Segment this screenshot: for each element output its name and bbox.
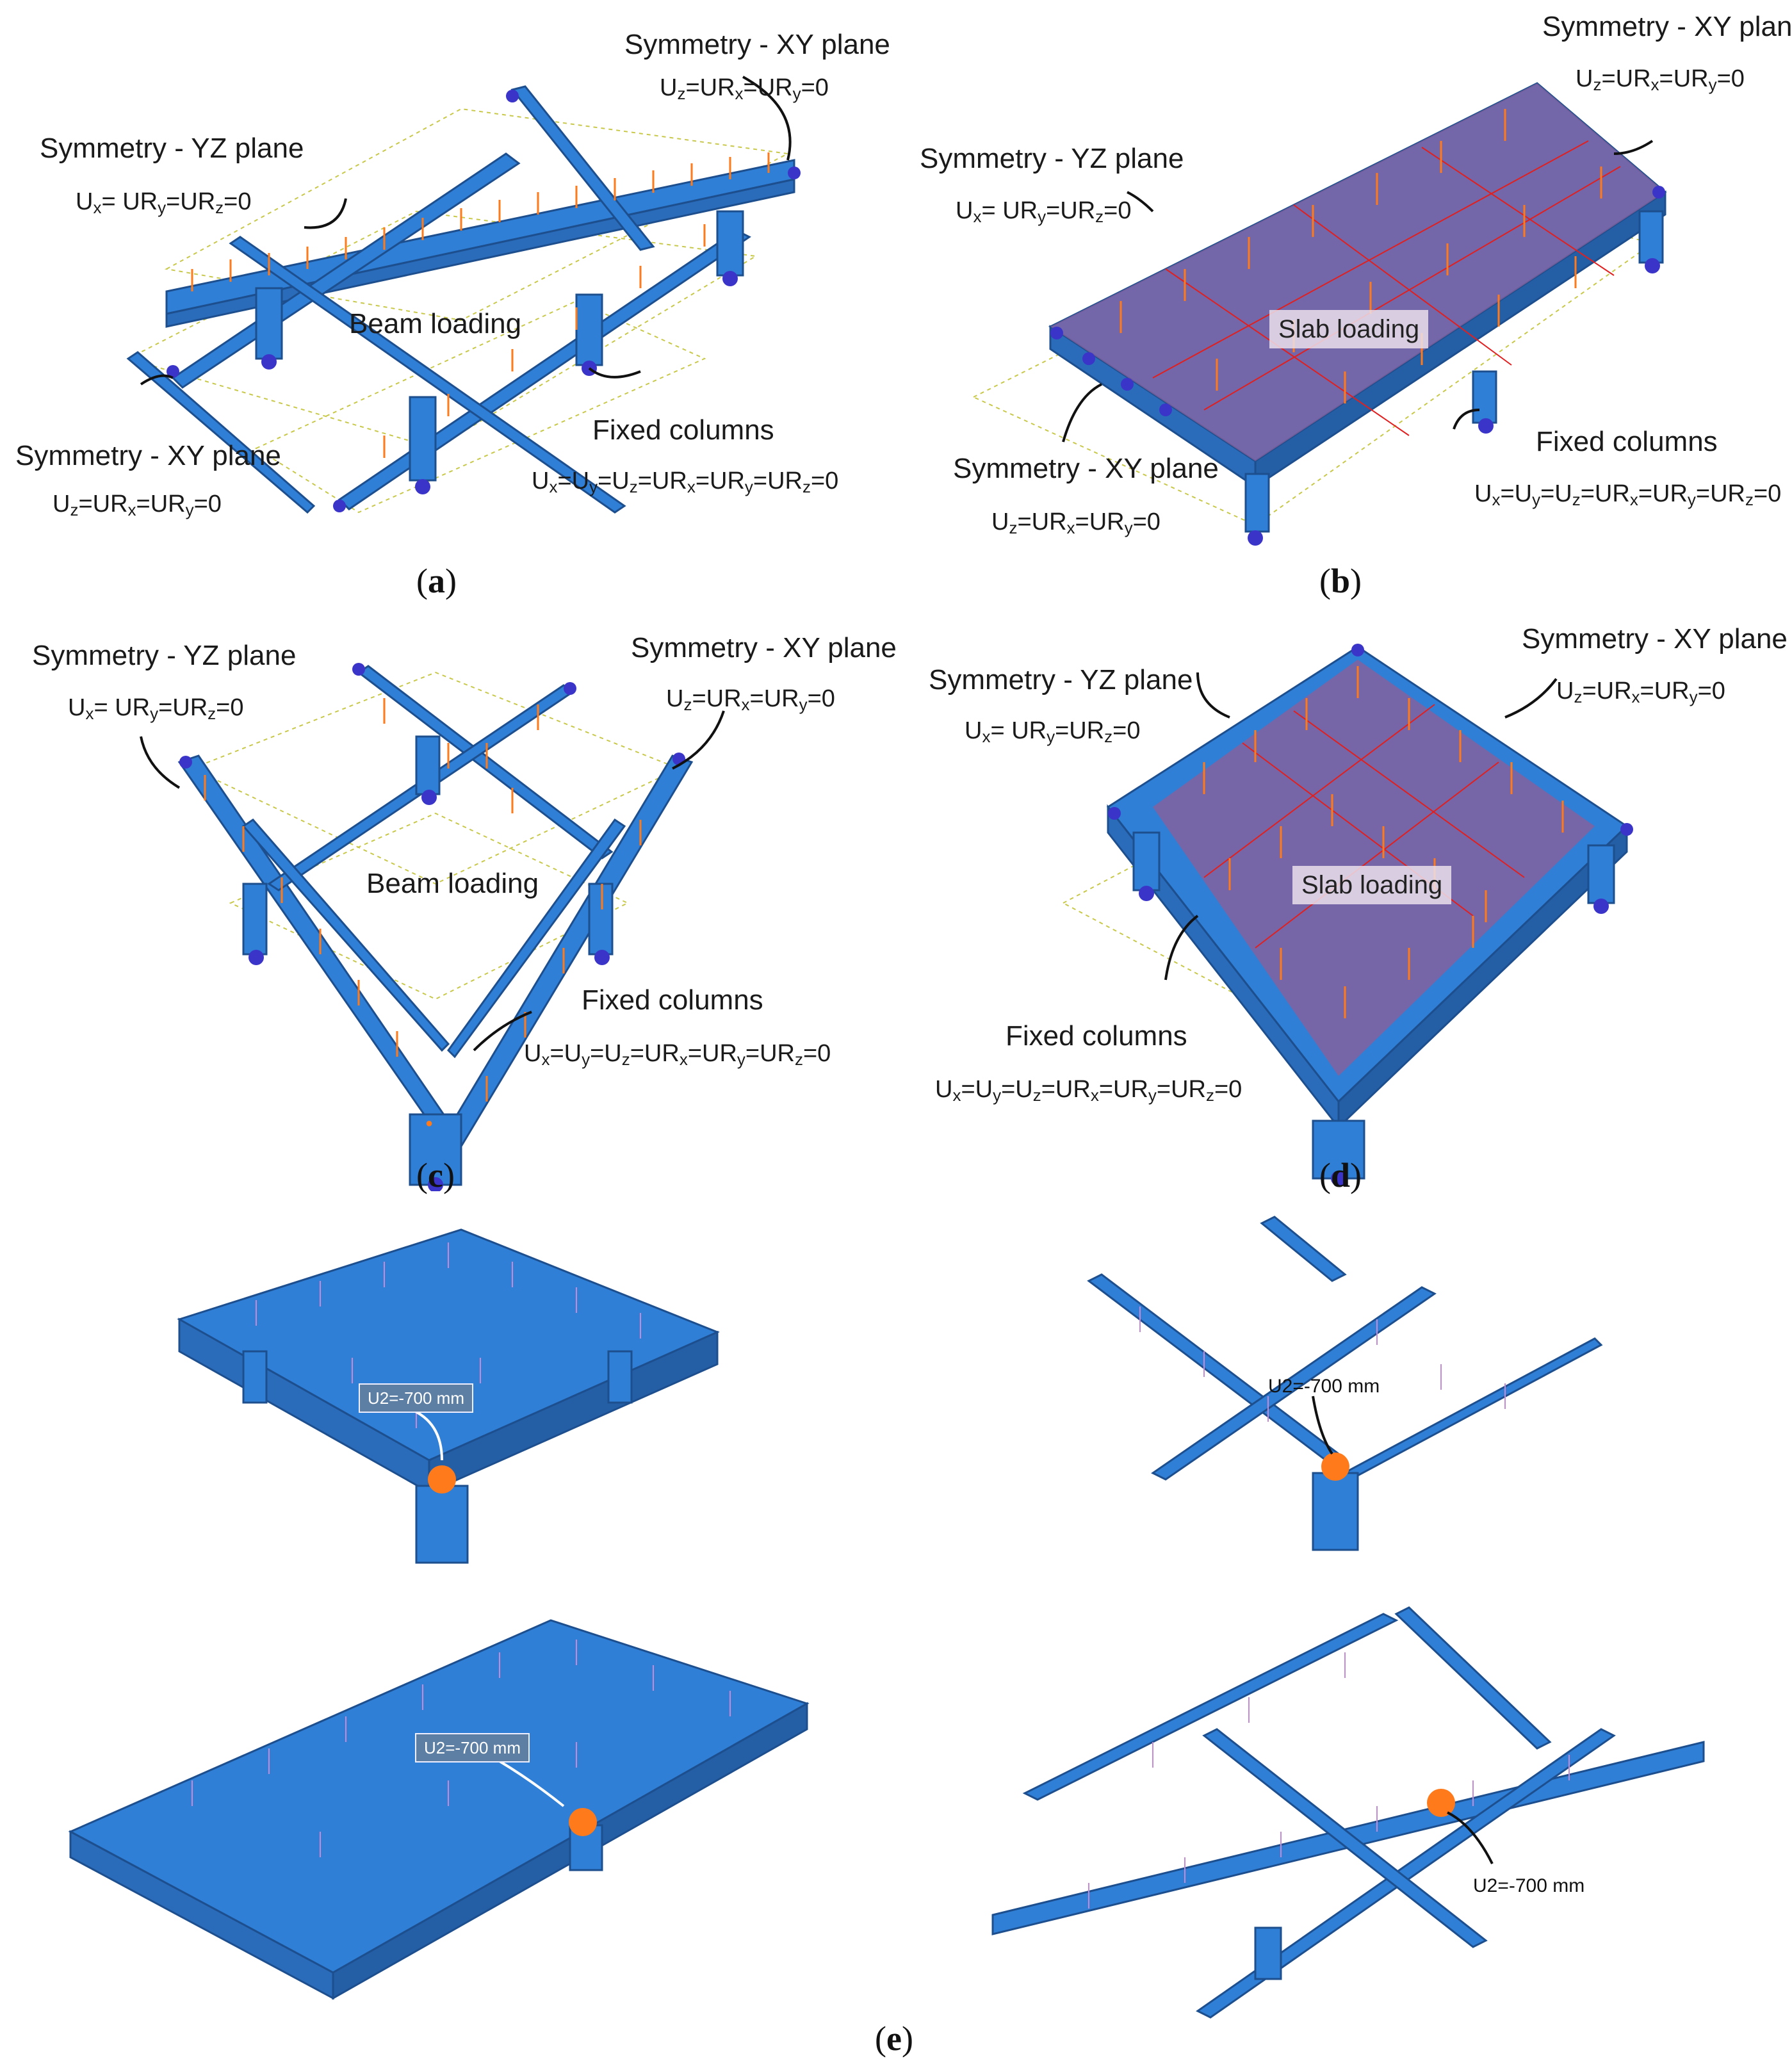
panel-a-tag: (a) [416,562,457,600]
fixed-eq: Ux=Uy=Uz=URx=URy=URz=0 [1474,480,1782,509]
sym-xy-top-eq: Uz=URx=URy=0 [1576,65,1745,94]
partition-lines [1152,140,1621,436]
sym-yz-eq: Ux= URy=URz=0 [76,188,252,217]
center-label: Beam loading [349,308,522,339]
fixed-eq: Ux=Uy=Uz=URx=URy=URz=0 [524,1040,831,1069]
sym-xy-bottom-eq: Uz=URx=URy=0 [53,491,222,519]
panel-c-model: ● [140,663,725,1191]
fixed-label: Fixed columns [1536,426,1718,457]
center-label: Slab loading [1292,866,1452,904]
u2-label-rect-beams: U2=-700 mm [1473,1875,1585,1896]
center-label: Slab loading [1269,310,1429,348]
panel-d-tag: (d) [1319,1156,1362,1194]
sym-xy-top-label: Symmetry - XY plane [1542,11,1792,42]
sym-yz-label: Symmetry - YZ plane [920,143,1184,174]
columns [255,210,744,482]
panel-e-models [68,1216,1705,2019]
load-arrows [1120,109,1602,403]
panel-a: Symmetry - XY plane Uz=URx=URy=0 Symmetr… [0,0,897,615]
beam-grid [177,665,694,1148]
sym-yz-eq: Ux= URy=URz=0 [68,694,244,723]
columns [1132,831,1615,1180]
fixed-eq: Ux=Uy=Uz=URx=URy=URz=0 [935,1076,1242,1105]
sym-xy-eq: Uz=URx=URy=0 [666,685,835,714]
panel-e: U2=-700 mm U2=-700 mm U2=-700 mm U2=-700… [0,1191,1792,2068]
pointer-arrows [1164,672,1558,981]
u2-label-square-beams: U2=-700 mm [1268,1376,1380,1397]
panel-e-tag: (e) [875,2019,913,2058]
fixed-label: Fixed columns [592,414,774,446]
sym-xy-bottom-eq: Uz=URx=URy=0 [991,509,1161,537]
load-arrows [204,698,642,1102]
columns [242,735,614,1186]
u2-label-rect-slab: U2=-700 mm [415,1733,530,1763]
panel-b-model [972,82,1667,546]
fixed-eq: Ux=Uy=Uz=URx=URy=URz=0 [532,468,839,496]
sym-yz-eq: Ux= URy=URz=0 [965,717,1141,746]
fixed-label: Fixed columns [1006,1020,1187,1052]
pointer-arrows-black [1312,1396,1494,1864]
model-square-beams [1087,1216,1603,1551]
sym-yz-label: Symmetry - YZ plane [929,664,1193,696]
sym-yz-label: Symmetry - YZ plane [40,133,304,164]
pointer-arrows [1062,140,1654,443]
sym-xy-top-eq: Uz=URx=URy=0 [660,74,829,103]
sym-yz-label: Symmetry - YZ plane [32,640,297,671]
center-label: Beam loading [366,868,539,899]
sym-xy-label: Symmetry - XY plane [1522,623,1788,655]
panel-b: Symmetry - XY plane Uz=URx=URy=0 Symmetr… [897,0,1792,615]
model-rect-beams [991,1606,1705,2019]
panel-d: Symmetry - YZ plane Ux= URy=URz=0 Symmet… [897,615,1792,1194]
panel-b-tag: (b) [1319,562,1362,600]
u2-label-square-slab: U2=-700 mm [359,1383,473,1413]
sym-xy-bottom-label: Symmetry - XY plane [15,440,281,471]
panel-a-model [126,76,801,514]
pointer-arrows [140,710,725,1052]
sym-xy-label: Symmetry - XY plane [631,632,897,664]
panel-c-tag: (c) [416,1156,455,1194]
constraint-markers [179,663,685,1191]
panel-c: ● Symmetry - YZ plane Ux= URy=URz=0 Symm… [0,615,897,1194]
pointer-arrows [140,76,792,386]
sym-yz-eq: Ux= URy=URz=0 [956,197,1132,226]
constraint-markers [1050,186,1665,546]
load-arrows [191,152,770,458]
load-arrows [1203,666,1564,1018]
sym-xy-eq: Uz=URx=URy=0 [1556,678,1725,706]
fixed-label: Fixed columns [582,984,763,1016]
model-rect-slab [68,1619,810,2000]
guide-lines [1061,780,1513,1026]
support-node: ● [425,1116,433,1130]
model-square-slab [177,1228,720,1564]
constraint-markers [1108,644,1633,1186]
sym-xy-top-label: Symmetry - XY plane [624,29,890,60]
sym-xy-bottom-label: Symmetry - XY plane [953,453,1219,484]
columns [1244,210,1664,533]
